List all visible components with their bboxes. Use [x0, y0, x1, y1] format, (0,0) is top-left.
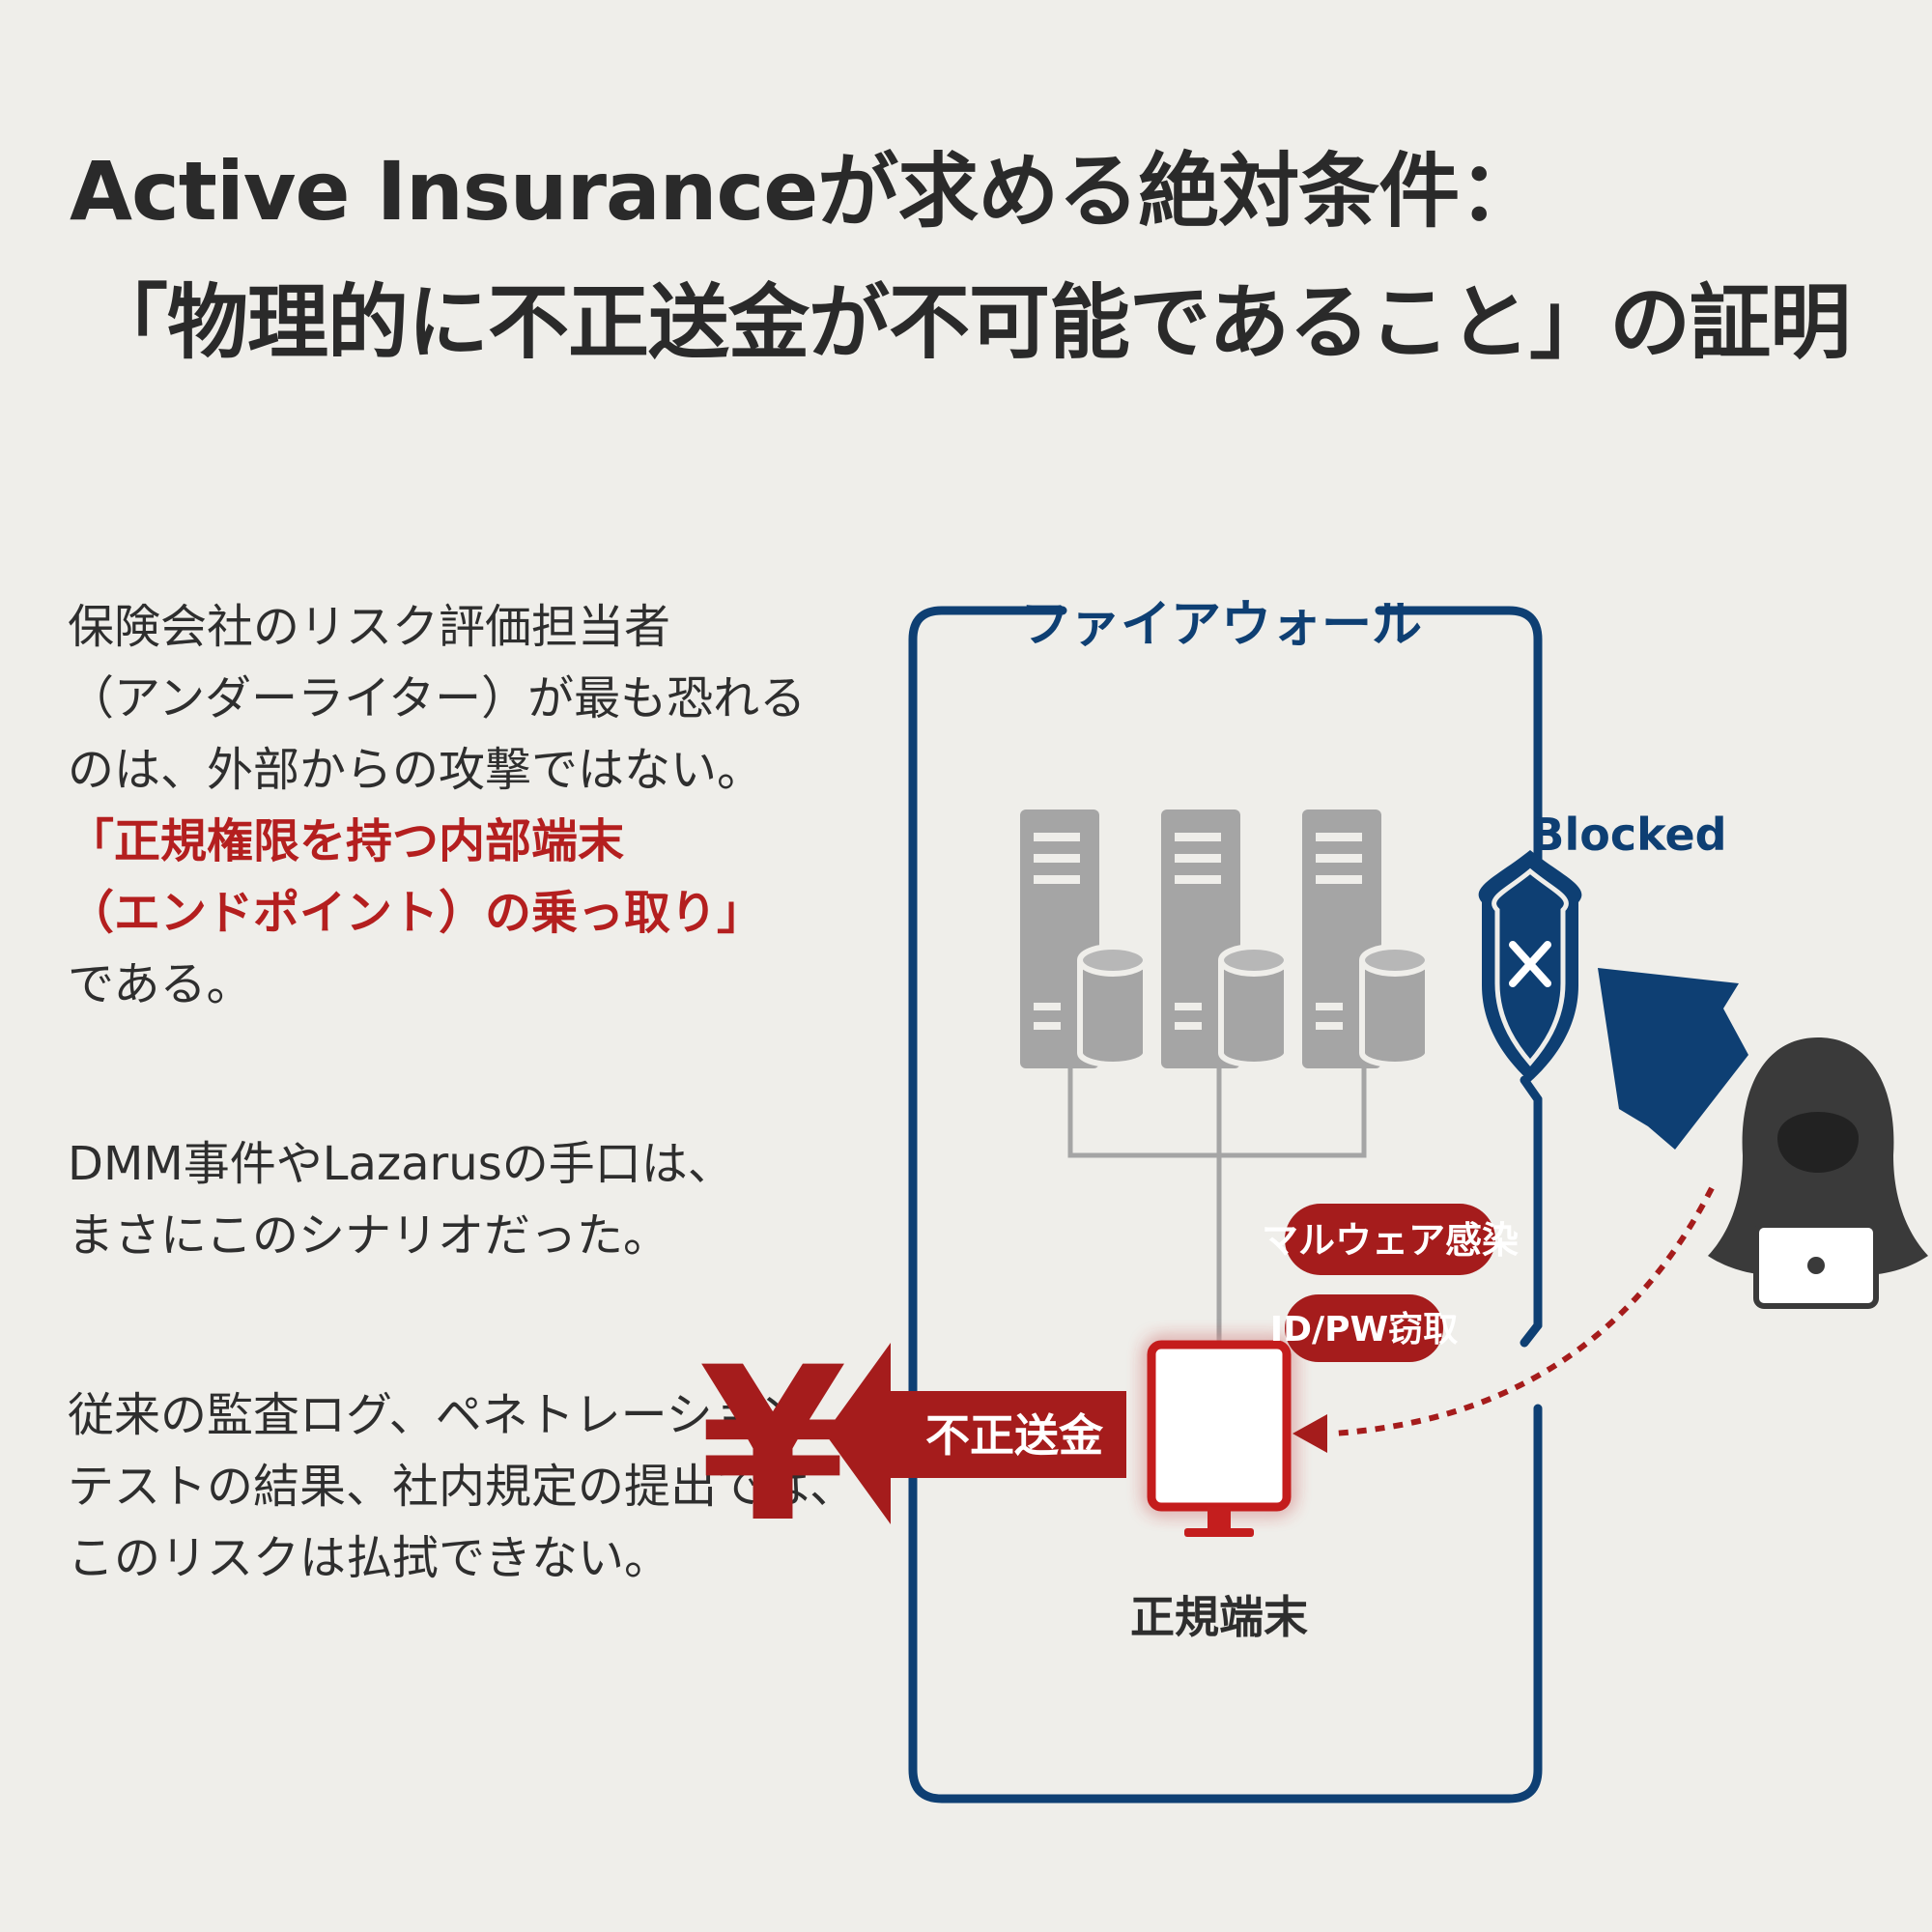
text-line: （アンダーライター）が最も恐れる [68, 671, 807, 725]
firewall-boundary [908, 606, 1543, 1804]
page-title: Active Insuranceが求める絶対条件： 「物理的に不正送金が不可能で… [70, 126, 1886, 388]
text-line: 保険会社のリスク評価担当者 [68, 600, 671, 654]
blocked-attack-arrow [1598, 968, 1748, 1150]
fraud-transfer-arrow: 不正送金 [825, 1343, 1126, 1524]
text-line: まさにこのシナリオだった。 [68, 1208, 670, 1263]
text-line: 従来の監査ログ、ペネトレーション [68, 1388, 806, 1442]
server-icon [1161, 810, 1290, 1068]
attack-path-arrowhead [1293, 1414, 1327, 1453]
text-line: テストの結果、社内規定の提出では、 [68, 1460, 857, 1514]
server-group [1020, 810, 1431, 1068]
idpw-badge: ID/PW窃取 [1270, 1294, 1459, 1362]
firewall-label: ファイアウォール [1020, 596, 1422, 654]
title-line-2: 「物理的に不正送金が不可能であること」の証明 [87, 275, 1851, 370]
highlight-line: （エンドポイント）の乗っ取り」 [68, 886, 764, 940]
server-icon [1020, 810, 1149, 1068]
text-line: のは、外部からの攻撃ではない。 [68, 743, 764, 797]
hacker-icon [1708, 1037, 1928, 1309]
server-icon [1302, 810, 1431, 1068]
terminal-label: 正規端末 [1130, 1591, 1308, 1643]
text-line: DMM事件やLazarusの手口は、 [68, 1137, 734, 1191]
malware-label: マルウェア感染 [1262, 1219, 1519, 1262]
yen-icon: ¥ [698, 1321, 846, 1569]
body-text: 保険会社のリスク評価担当者 （アンダーライター）が最も恐れる のは、外部からの攻… [68, 591, 857, 1594]
text-line: このリスクは払拭できない。 [68, 1531, 671, 1585]
idpw-label: ID/PW窃取 [1270, 1310, 1459, 1350]
highlight-line: 「正規権限を持つ内部端末 [68, 814, 625, 868]
shield-x-icon [1478, 850, 1582, 1082]
paragraph-underwriter-fear: 保険会社のリスク評価担当者 （アンダーライター）が最も恐れる のは、外部からの攻… [68, 591, 807, 1020]
yen-symbol: ¥ [698, 1321, 846, 1569]
monitor-icon [1147, 1340, 1292, 1537]
paragraph-limitations: 従来の監査ログ、ペネトレーション テストの結果、社内規定の提出では、 このリスク… [68, 1379, 857, 1594]
attack-path [1332, 1186, 1715, 1436]
title-line-1: Active Insuranceが求める絶対条件： [70, 144, 1540, 239]
paragraph-incidents: DMM事件やLazarusの手口は、 まさにこのシナリオだった。 [68, 1128, 744, 1271]
transfer-label: 不正送金 [925, 1409, 1104, 1462]
text-line: である。 [68, 957, 253, 1011]
network-lines [1067, 1068, 1367, 1345]
blocked-label: Blocked [1530, 809, 1726, 861]
malware-badge: マルウェア感染 [1262, 1204, 1519, 1275]
